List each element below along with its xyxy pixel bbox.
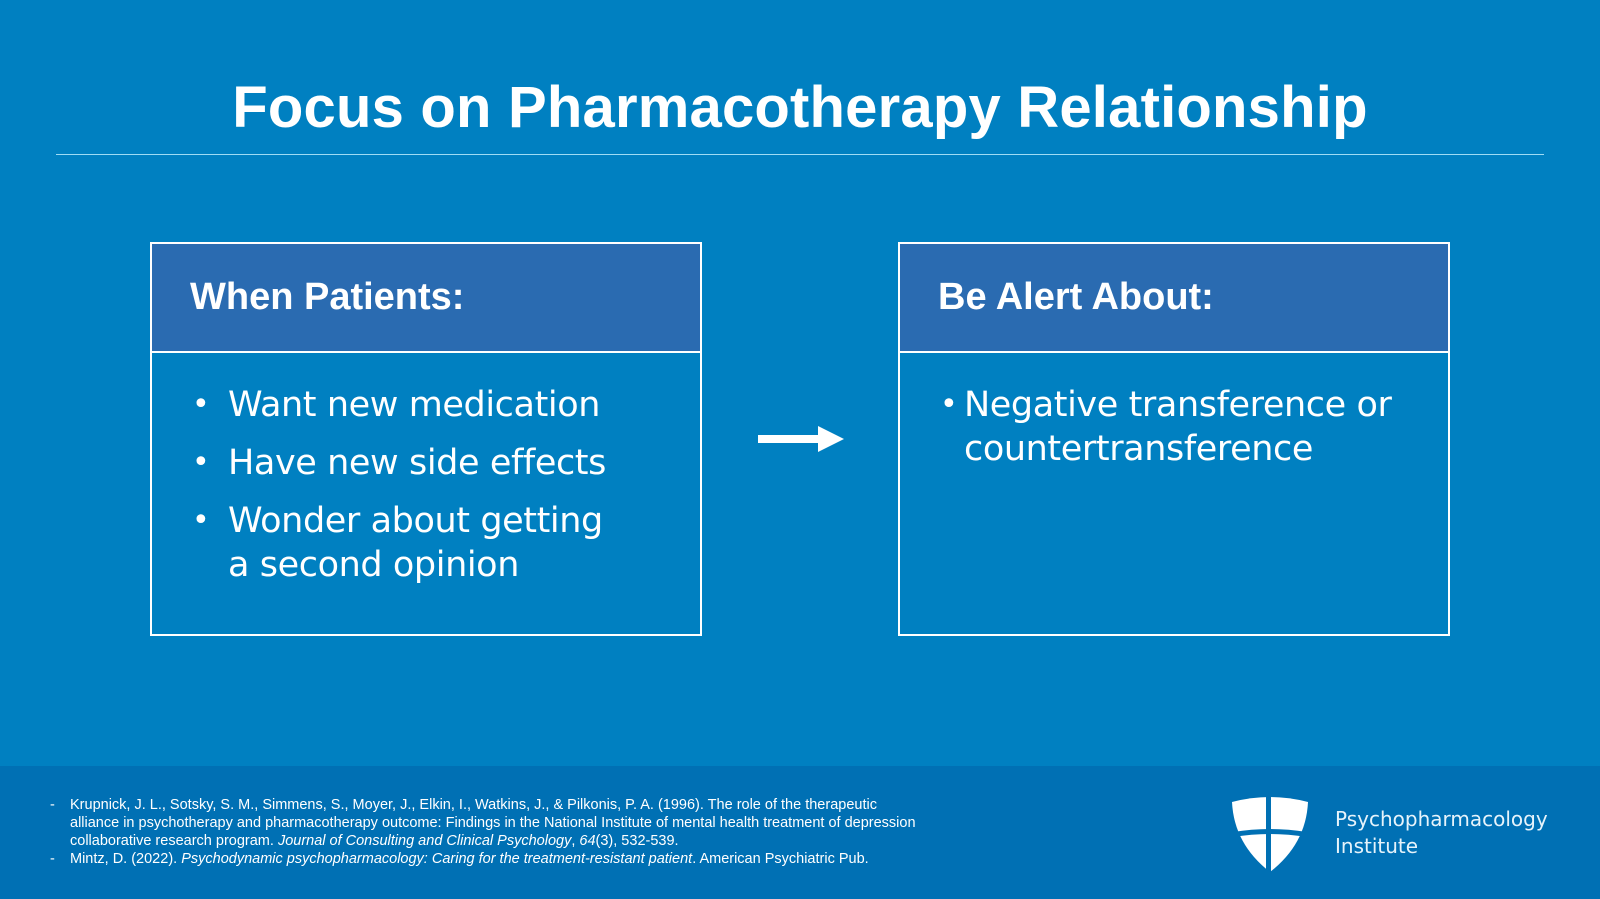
box-header: When Patients: xyxy=(152,244,700,353)
bullet-text-line-1: Negative transference or xyxy=(964,385,1392,425)
slide-title: Focus on Pharmacotherapy Relationship xyxy=(232,75,1368,140)
bullet-list: • Negative transference or countertransf… xyxy=(938,383,1448,471)
when-patients-box: When Patients: • Want new medication • H… xyxy=(150,242,702,636)
be-alert-about-box: Be Alert About: • Negative transference … xyxy=(898,242,1450,636)
reference-marker: - xyxy=(50,797,55,813)
bullet-text-line-2: countertransference xyxy=(964,429,1314,469)
footer: - Krupnick, J. L., Sotsky, S. M., Simmen… xyxy=(0,766,1600,899)
reference-text: , xyxy=(571,833,580,849)
psychopharmacology-institute-logo: Psychopharmacology Institute xyxy=(1230,794,1560,874)
right-arrow-icon xyxy=(758,426,844,452)
box-heading: Be Alert About: xyxy=(938,276,1214,318)
logo-text: Psychopharmacology Institute xyxy=(1335,806,1548,860)
bullet-dot-icon: • xyxy=(192,503,210,538)
reference-item: - Krupnick, J. L., Sotsky, S. M., Simmen… xyxy=(50,796,930,850)
bullet-item: • Want new medication xyxy=(190,383,700,427)
bullet-item: • Wonder about getting a second opinion xyxy=(190,499,700,587)
bullet-item: • Negative transference or countertransf… xyxy=(938,383,1448,471)
box-header: Be Alert About: xyxy=(900,244,1448,353)
reference-item: - Mintz, D. (2022). Psychodynamic psycho… xyxy=(50,850,930,868)
box-heading: When Patients: xyxy=(190,276,465,318)
references-list: - Krupnick, J. L., Sotsky, S. M., Simmen… xyxy=(50,796,930,868)
bullet-text: Want new medication xyxy=(228,385,601,425)
box-body: • Negative transference or countertransf… xyxy=(900,353,1448,471)
bullet-text: Have new side effects xyxy=(228,443,606,483)
reference-marker: - xyxy=(50,851,55,867)
logo-line-1: Psychopharmacology xyxy=(1335,807,1548,831)
bullet-item: • Have new side effects xyxy=(190,441,700,485)
bullet-text-line-1: Wonder about getting xyxy=(228,501,603,541)
logo-line-2: Institute xyxy=(1335,834,1419,858)
bullet-dot-icon: • xyxy=(940,387,958,422)
reference-journal: Journal of Consulting and Clinical Psych… xyxy=(277,833,572,849)
reference-volume: 64 xyxy=(579,833,596,849)
reference-text: Mintz, D. (2022). xyxy=(70,851,182,867)
bullet-dot-icon: • xyxy=(192,387,210,422)
reference-book-title: Psychodynamic psychopharmacology: Caring… xyxy=(181,851,693,867)
bullet-text-line-2: a second opinion xyxy=(228,545,519,585)
box-body: • Want new medication • Have new side ef… xyxy=(152,353,700,587)
reference-text: (3), 532-539. xyxy=(595,833,679,849)
reference-text: Krupnick, J. L., Sotsky, S. M., Simmens,… xyxy=(70,797,916,849)
bullet-dot-icon: • xyxy=(192,445,210,480)
bullet-list: • Want new medication • Have new side ef… xyxy=(190,383,700,587)
shield-cross-icon xyxy=(1232,796,1308,872)
title-divider xyxy=(56,154,1544,155)
reference-text: . American Psychiatric Pub. xyxy=(692,851,869,867)
